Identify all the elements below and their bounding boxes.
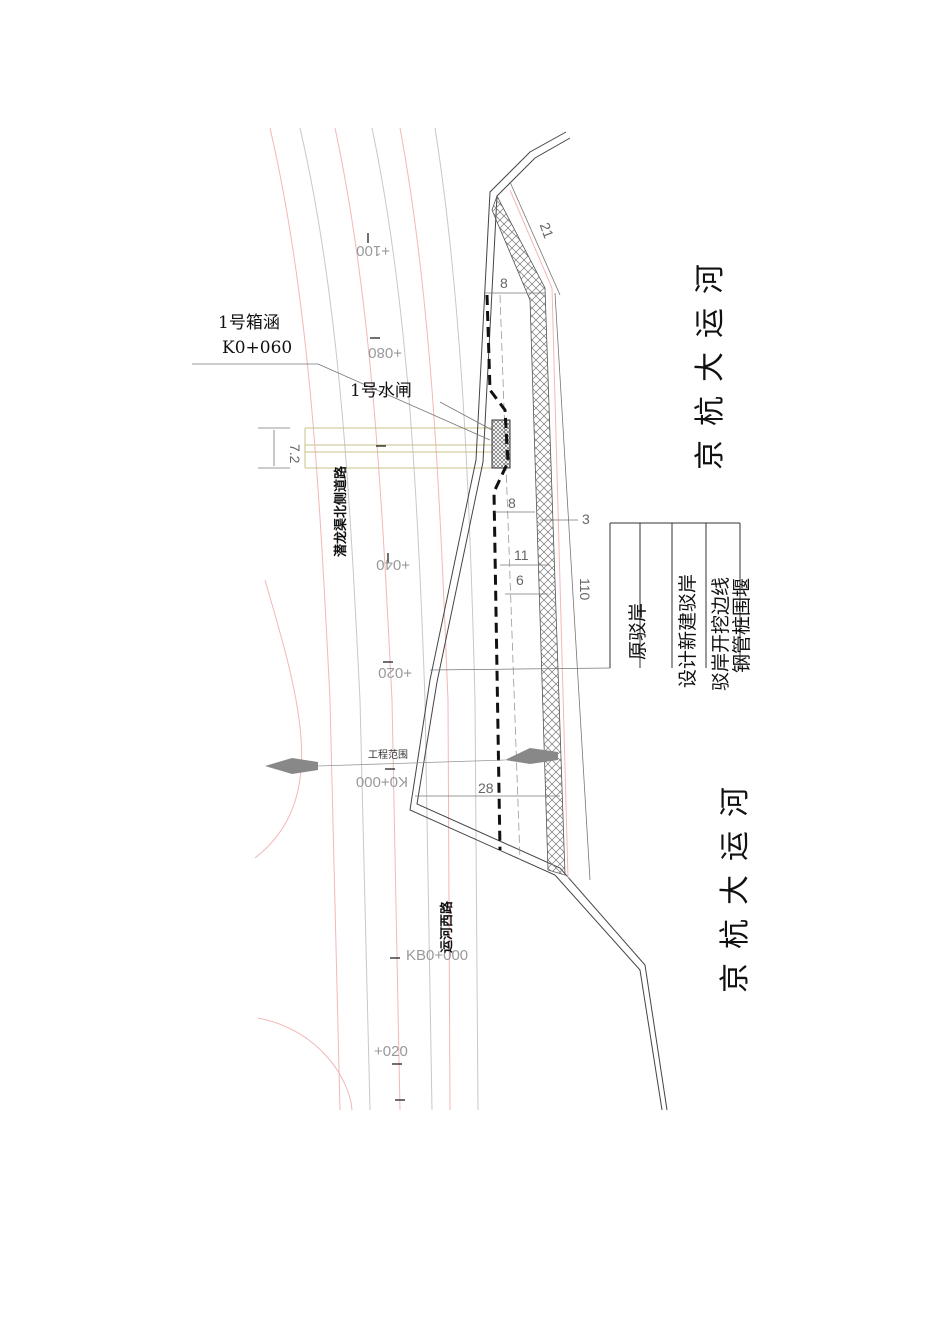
- dim-3: 3: [582, 511, 590, 527]
- river-label-bottom: 京杭大运河: [718, 773, 753, 993]
- station-label-080: +080: [368, 344, 402, 361]
- station-label-k0: K0+000: [356, 773, 408, 790]
- station-label-100: +100: [356, 242, 390, 259]
- road-north-label: 潜龙渠北侧道路: [333, 465, 349, 557]
- dim-7-2: 7.2: [287, 444, 303, 464]
- legend-table: 原驳岸 设计新建驳岸 驳岸开挖边线 钢管桩围堰: [609, 522, 753, 691]
- existing-bank-line: [409, 131, 668, 1111]
- station-label-040: +040: [376, 556, 410, 573]
- dim-6: 6: [516, 572, 524, 588]
- culvert-name-label: 1号箱涵: [218, 313, 280, 333]
- sluice-box: [491, 419, 511, 469]
- river-label-top: 京杭大运河: [693, 250, 728, 470]
- road-corner-arc-top: [254, 579, 303, 859]
- station-label-kb0: KB0+000: [406, 947, 468, 964]
- cofferdam-thin-line: [499, 294, 521, 861]
- legend-item-excavation-edge: 驳岸开挖边线: [710, 577, 732, 691]
- excavation-edge-red: [509, 189, 569, 879]
- legend-item-steel-pile-cofferdam: 钢管桩围堰: [731, 578, 753, 673]
- legend-item-new-bank: 设计新建驳岸: [677, 574, 699, 688]
- road-corner-arc-bottom: [257, 1017, 353, 1111]
- dimension-lines: [192, 181, 611, 881]
- excavation-hatch: [491, 195, 566, 876]
- dim-11: 11: [514, 547, 529, 563]
- culvert-station-label: K0+060: [222, 338, 292, 358]
- station-label-020: +020: [378, 664, 412, 681]
- legend-item-original-bank: 原驳岸: [627, 603, 649, 660]
- station-label-kb020: +020: [374, 1043, 408, 1060]
- culvert-box: [304, 427, 492, 469]
- sluice-name-label: 1号水闸: [350, 381, 412, 401]
- dim-8-mid: 8: [508, 495, 516, 511]
- project-range-label: 工程范围: [368, 748, 408, 761]
- station-ticks: [367, 233, 405, 1101]
- dim-21: 21: [537, 220, 557, 240]
- road-west-label: 运河西路: [439, 900, 455, 953]
- project-range-arrows: [265, 748, 558, 774]
- dim-8-top: 8: [500, 275, 508, 291]
- dim-110: 110: [577, 578, 593, 601]
- new-bank-dashed-line: [485, 294, 510, 851]
- dim-28: 28: [478, 780, 494, 796]
